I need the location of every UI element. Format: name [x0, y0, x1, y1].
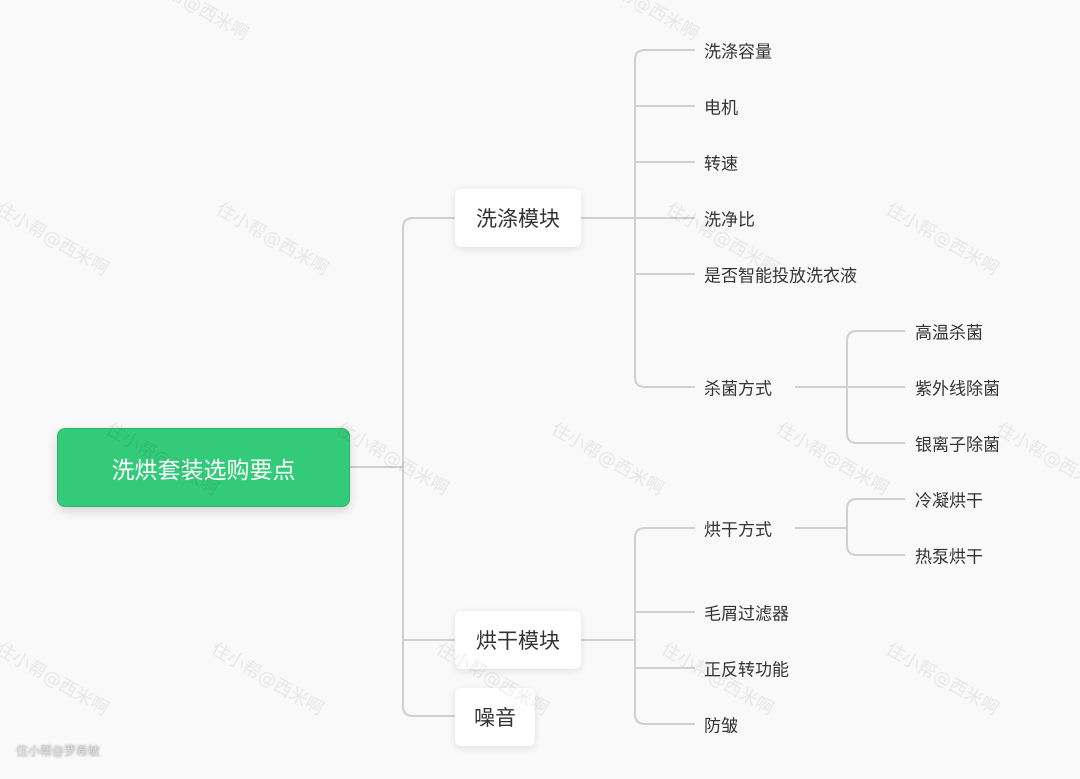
branch-wash-module[interactable]: 洗涤模块	[455, 189, 581, 247]
leaf-high-temp[interactable]: 高温杀菌	[915, 323, 983, 344]
leaf-clean-ratio[interactable]: 洗净比	[704, 210, 755, 231]
leaf-speed[interactable]: 转速	[704, 154, 738, 175]
leaf-uv[interactable]: 紫外线除菌	[915, 379, 1000, 400]
branch-noise[interactable]: 噪音	[455, 688, 535, 746]
leaf-wash-capacity[interactable]: 洗涤容量	[704, 42, 772, 63]
leaf-auto-detergent[interactable]: 是否智能投放洗衣液	[704, 266, 857, 287]
leaf-lint-filter[interactable]: 毛屑过滤器	[704, 604, 789, 625]
leaf-reverse-rotation[interactable]: 正反转功能	[704, 660, 789, 681]
leaf-motor[interactable]: 电机	[704, 98, 738, 119]
leaf-sterilize-method[interactable]: 杀菌方式	[704, 379, 772, 400]
leaf-anti-wrinkle[interactable]: 防皱	[704, 716, 738, 737]
leaf-drying-method[interactable]: 烘干方式	[704, 520, 772, 541]
leaf-condensing[interactable]: 冷凝烘干	[915, 491, 983, 512]
author-signature: 住小帮@罗希敏	[16, 744, 101, 758]
root-node[interactable]: 洗烘套装选购要点	[57, 428, 350, 507]
leaf-silver-ion[interactable]: 银离子除菌	[915, 435, 1000, 456]
branch-dry-module[interactable]: 烘干模块	[455, 611, 581, 669]
leaf-heat-pump[interactable]: 热泵烘干	[915, 547, 983, 568]
